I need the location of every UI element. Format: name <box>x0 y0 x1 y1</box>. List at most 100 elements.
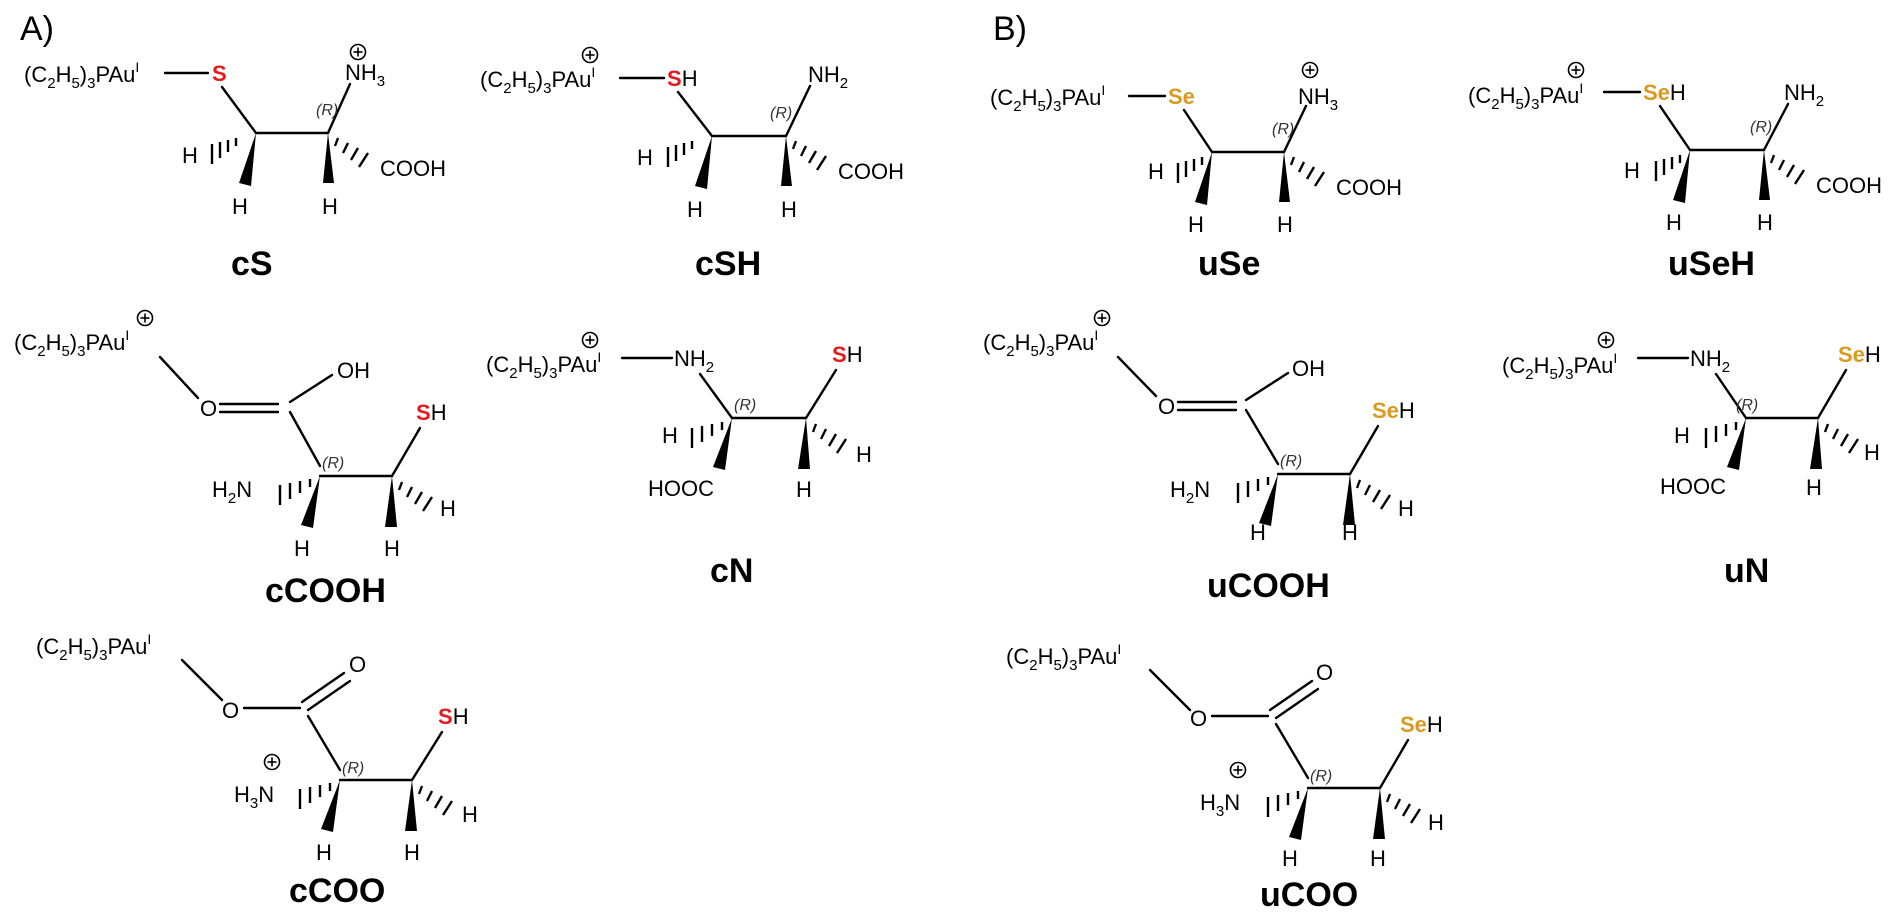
hydrogen-atom: H <box>322 194 338 219</box>
molecule-name: cCOOH <box>265 572 386 610</box>
oxygen-atom: O <box>1190 706 1207 731</box>
molecule-name: cS <box>231 245 273 283</box>
oxygen-atom: O <box>222 698 239 723</box>
hydrogen-atom: H <box>687 197 703 222</box>
stereo-label: (R) <box>1272 121 1294 138</box>
hydrogen-atom: H <box>384 536 400 561</box>
molecule-name: uSeH <box>1668 245 1755 283</box>
oxygen-atom: O <box>1316 660 1333 685</box>
oxygen-atom: O <box>1158 394 1175 419</box>
hydrogen-atom: H <box>182 143 198 168</box>
molecule-name: cSH <box>695 245 761 283</box>
selenol-group: SeH <box>1372 398 1415 423</box>
hydrogen-atom: H <box>462 802 478 827</box>
amine-group: NH2 <box>1784 80 1824 110</box>
molecule-cCOO: (C2H5)3PAuI O O (R) SH H3N H H H cCOO <box>36 631 478 910</box>
stereo-label: (R) <box>342 760 364 777</box>
carboxyl-group: COOH <box>380 156 446 181</box>
hydrogen-atom: H <box>1757 210 1773 235</box>
panel-label-a: A) <box>20 10 54 48</box>
thiol-group: SH <box>667 66 698 91</box>
molecule-uCOOH: (C2H5)3PAuI O OH (R) SeH H2N H H H uCOOH <box>983 309 1415 605</box>
stereo-label: (R) <box>1750 119 1772 136</box>
hydrogen-atom: H <box>1806 475 1822 500</box>
carboxyl-group: COOH <box>1816 173 1882 198</box>
selenol-group: SeH <box>1400 712 1443 737</box>
hydrogen-atom: H <box>662 423 678 448</box>
hydrogen-atom: H <box>1674 423 1690 448</box>
carboxyl-group: COOH <box>1336 175 1402 200</box>
thiol-group: SH <box>438 704 469 729</box>
hydroxyl-group: OH <box>337 358 370 383</box>
hydrogen-atom: H <box>856 442 872 467</box>
carboxyl-group: HOOC <box>648 476 714 501</box>
molecule-cCOOH: (C2H5)3PAuI O H OH (R) SH H2N H H H cCOO… <box>14 309 456 610</box>
stereo-label: (R) <box>1310 768 1332 785</box>
selenol-group: SeH <box>1838 342 1881 367</box>
ammonium-group: NH3 <box>1298 84 1338 114</box>
molecule-uN: (C2H5)3PAuI NH2 (R) SeH H HOOC H H uN <box>1502 331 1881 590</box>
oxygen-atom: O <box>200 396 217 421</box>
gold-ligand: (C2H5)3PAuI <box>1468 80 1583 113</box>
molecule-uSeH: (C2H5)3PAuI SeH NH2 (R) H H H COOH uSeH <box>1468 61 1882 283</box>
hydrogen-atom: H <box>1370 846 1386 871</box>
molecule-cSH: (C2H5)3PAuI SH NH2 (R) H H H COOH cSH <box>480 46 904 283</box>
hydrogen-atom: H <box>1250 520 1266 545</box>
amine-group: H2N <box>212 477 252 507</box>
molecule-uSe: (C2H5)3PAuI Se NH3 (R) H H H COOH uSe <box>990 61 1402 283</box>
gold-ligand: (C2H5)3PAuI <box>486 349 601 382</box>
molecule-cN: (C2H5)3PAuI NH2 (R) SH H HOOC H H cN <box>486 331 872 590</box>
hydrogen-atom: H <box>1148 159 1164 184</box>
hydrogen-atom: H <box>637 145 653 170</box>
thiol-group: SH <box>416 400 447 425</box>
gold-ligand: (C2H5)3PAuI <box>24 59 139 92</box>
sulfur-atom: S <box>212 61 227 86</box>
molecule-name: uCOO <box>1260 876 1358 914</box>
hydroxyl-group: OH <box>1292 356 1325 381</box>
gold-ligand: (C2H5)3PAuI <box>983 327 1098 360</box>
hydrogen-atom: H <box>1398 496 1414 521</box>
hydrogen-atom: H <box>1666 210 1682 235</box>
stereo-label: (R) <box>322 455 344 472</box>
selenium-atom: Se <box>1168 84 1195 109</box>
hydrogen-atom: H <box>404 840 420 865</box>
amine-group: H2N <box>1170 477 1210 507</box>
carboxyl-group: HOOC <box>1660 474 1726 499</box>
stereo-label: (R) <box>1280 453 1302 470</box>
hydrogen-atom: H <box>294 536 310 561</box>
hydrogen-atom: H <box>781 197 797 222</box>
molecule-name: uCOOH <box>1207 567 1330 605</box>
molecule-uCOO: (C2H5)3PAuI O O (R) SeH H3N H H H uCOO <box>1006 641 1444 914</box>
hydrogen-atom: H <box>1428 810 1444 835</box>
amine-group: NH2 <box>808 62 848 92</box>
ammonium-group: H3N <box>1200 790 1240 820</box>
gold-ligand: (C2H5)3PAuI <box>14 327 129 360</box>
molecule-cS: (C2H5)3PAuI S NH3 (R) H H H COOH cS <box>24 43 446 283</box>
hydrogen-atom: H <box>1282 846 1298 871</box>
amine-group: NH2 <box>1690 346 1730 376</box>
molecule-name: cCOO <box>289 872 385 910</box>
hydrogen-atom: H <box>796 477 812 502</box>
gold-ligand: (C2H5)3PAuI <box>480 64 595 97</box>
hydrogen-atom: H <box>1624 158 1640 183</box>
hydrogen-atom: H <box>232 194 248 219</box>
hydrogen-atom: H <box>1277 212 1293 237</box>
stereo-label: (R) <box>316 102 338 119</box>
thiol-group: SH <box>832 342 863 367</box>
selenol-group: SeH <box>1643 80 1686 105</box>
hydrogen-atom: H <box>1342 520 1358 545</box>
ammonium-group: NH3 <box>345 60 385 90</box>
panel-label-b: B) <box>993 10 1027 48</box>
hydrogen-atom: H <box>1188 212 1204 237</box>
stereo-label: (R) <box>1736 397 1758 414</box>
amine-group: NH2 <box>674 346 714 376</box>
gold-ligand: (C2H5)3PAuI <box>36 631 151 664</box>
gold-ligand: (C2H5)3PAuI <box>1006 641 1121 674</box>
hydrogen-atom: H <box>1864 440 1880 465</box>
molecule-name: uSe <box>1198 245 1260 283</box>
stereo-label: (R) <box>770 105 792 122</box>
gold-ligand: (C2H5)3PAuI <box>990 82 1105 115</box>
molecule-name: cN <box>710 552 753 590</box>
ammonium-group: H3N <box>234 782 274 812</box>
molecule-name: uN <box>1724 552 1769 590</box>
